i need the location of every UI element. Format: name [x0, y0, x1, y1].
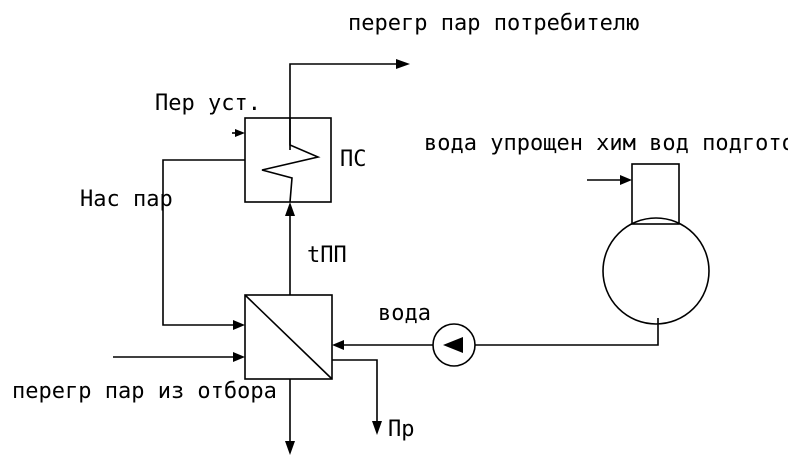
tank-inlet-arrow	[587, 175, 632, 185]
superheater-box	[244, 117, 332, 203]
bottom-outlet-line	[285, 379, 295, 455]
pr-label: Пр	[388, 417, 415, 442]
tpp-line	[285, 202, 295, 295]
heat-exchanger-diagonal	[244, 294, 333, 380]
water-treatment-label: вода упрощен хим вод подготовки	[424, 131, 788, 156]
heat-exchanger-box	[244, 294, 333, 380]
superheater-label: ПС	[340, 147, 367, 172]
consumer-steam-label: перегр пар потребителю	[348, 11, 639, 36]
water-label: вода	[378, 301, 431, 326]
per-ust-label: Пер уст.	[155, 91, 261, 116]
superheater-coil	[261, 118, 321, 203]
saturated-steam-line	[162, 159, 245, 330]
tpp-label: tПП	[307, 243, 347, 268]
saturated-steam-label: Нас пар	[80, 187, 173, 212]
water-line	[332, 318, 659, 350]
pr-drain-line	[332, 359, 382, 435]
pump-icon	[432, 323, 476, 367]
tank-icon	[602, 163, 710, 325]
per-ust-arrow	[232, 129, 245, 137]
consumer-steam-line	[289, 59, 410, 150]
extraction-steam-label: перегр пар из отбора	[12, 379, 277, 404]
extraction-steam-line	[113, 352, 245, 362]
